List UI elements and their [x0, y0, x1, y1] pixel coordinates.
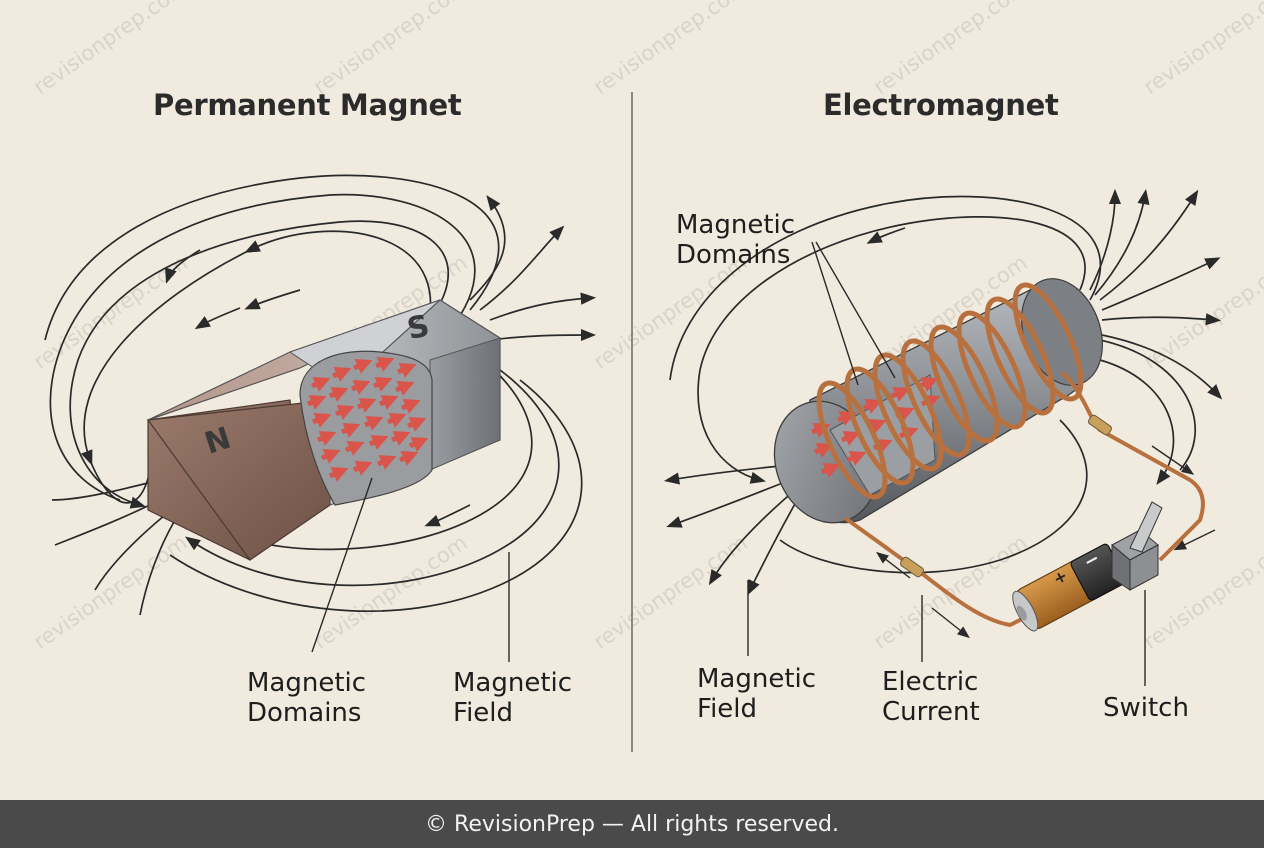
copyright-footer: © RevisionPrep — All rights reserved. [0, 800, 1264, 848]
label-magnetic-field-right: Magnetic Field [697, 664, 816, 724]
watermark: revisionprep.com [1139, 250, 1264, 374]
leader-line-core-domains [811, 241, 859, 386]
switch [1111, 501, 1163, 591]
circuit-wire [843, 370, 1205, 628]
leader-line-domains [311, 477, 373, 653]
watermark: revisionprep.com [589, 530, 752, 654]
label-line: Domains [247, 698, 362, 728]
watermark: revisionprep.com [869, 0, 1032, 99]
label-line: Magnetic [697, 664, 817, 694]
permanent-magnet-field-lines [44, 174, 597, 616]
label-line: Field [697, 694, 758, 724]
leader-line-core-domains [815, 241, 896, 379]
battery: + − [1012, 543, 1127, 632]
label-magnetic-field-left: Magnetic Field [453, 668, 572, 728]
label-line: Field [453, 698, 514, 728]
label-switch: Switch [1103, 693, 1189, 723]
watermark: revisionprep.com [309, 0, 472, 99]
label-line: Magnetic [453, 668, 573, 698]
watermark: revisionprep.com [29, 250, 192, 374]
watermark: revisionprep.com [589, 0, 752, 99]
label-magnetic-domains-right: Magnetic Domains [676, 210, 795, 270]
label-magnetic-domains-left: Magnetic Domains [247, 668, 366, 728]
label-line: Magnetic [676, 210, 796, 240]
label-line: Current [882, 697, 980, 727]
watermark: revisionprep.com [869, 530, 1032, 654]
watermark: revisionprep.com [1139, 0, 1264, 99]
watermark: revisionprep.com [29, 530, 192, 654]
electromagnet-field-lines [663, 188, 1223, 596]
bar-magnet: N S [146, 299, 502, 561]
diagram-canvas: revisionprep.com revisionprep.com revisi… [29, 0, 1264, 752]
permanent-magnet-title: Permanent Magnet [153, 88, 462, 122]
label-line: Electric [882, 667, 979, 697]
domain-arrows [307, 357, 429, 482]
label-line: Domains [676, 240, 791, 270]
label-line: Magnetic [247, 668, 367, 698]
label-electric-current: Electric Current [882, 667, 980, 727]
copper-coil [816, 282, 1084, 500]
current-arrows [876, 445, 1216, 639]
watermark: revisionprep.com [29, 0, 192, 99]
electromagnet-title: Electromagnet [823, 88, 1059, 122]
